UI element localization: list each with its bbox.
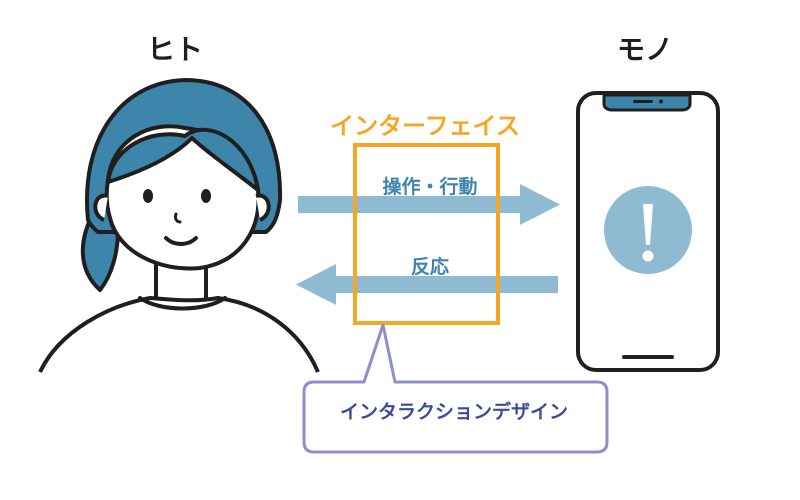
reaction-arrow-shaft	[336, 276, 558, 293]
person-ear-left	[93, 193, 109, 222]
action-label: 操作・行動	[382, 176, 478, 198]
person-nose	[174, 212, 182, 224]
person-label: ヒト	[146, 33, 203, 66]
phone-speaker	[633, 100, 653, 103]
phone-home-bar	[622, 355, 674, 359]
person-collar	[138, 296, 227, 311]
callout-balloon	[302, 323, 609, 454]
smartphone-icon	[576, 91, 720, 372]
interface-label: インターフェイス	[330, 112, 520, 140]
action-arrow-head	[520, 184, 560, 225]
exclamation-mark-icon	[604, 186, 692, 274]
person-mouth	[164, 236, 198, 246]
phone-camera	[659, 99, 663, 104]
person-eye-left	[143, 189, 153, 203]
person-eye-right	[201, 189, 211, 203]
callout-text: インタラクションデザイン	[339, 401, 568, 423]
reaction-label: 反応	[410, 256, 449, 278]
reaction-arrow	[296, 264, 558, 305]
device-label: モノ	[616, 33, 673, 66]
reaction-arrow-head	[296, 264, 336, 305]
exclamation-stroke	[643, 204, 653, 245]
person-fringe	[106, 127, 260, 192]
exclamation-dot	[642, 250, 654, 262]
person-ear-right	[255, 193, 271, 222]
woman-illustration-icon	[38, 78, 320, 373]
interface-box	[353, 143, 500, 325]
person-shoulders	[38, 296, 320, 373]
